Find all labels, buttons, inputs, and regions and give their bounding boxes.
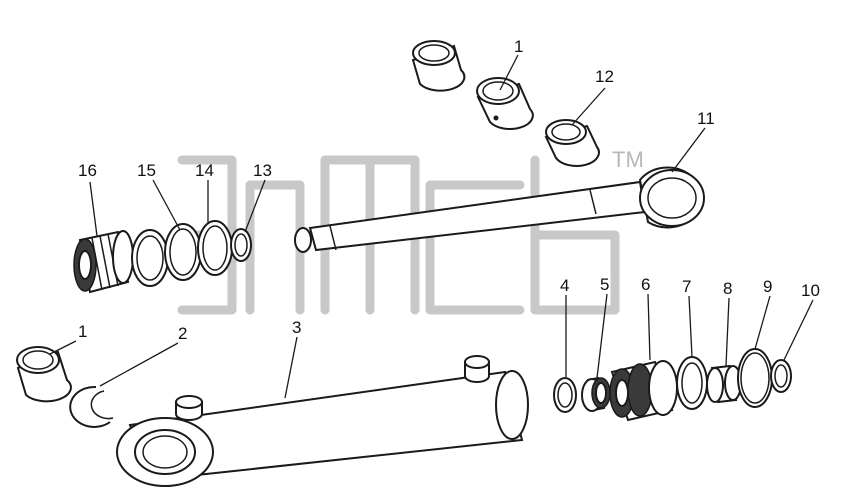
label-part-11: 11 xyxy=(697,109,715,128)
label-part-9: 9 xyxy=(763,277,772,296)
bushing-part-1-top xyxy=(476,77,534,130)
snap-ring-part-2 xyxy=(69,385,114,428)
o-ring-part-9 xyxy=(737,348,773,408)
piston-rod-part-11 xyxy=(294,166,705,253)
trademark-text: TM xyxy=(612,147,644,172)
label-part-6: 6 xyxy=(641,275,650,294)
label-part-8: 8 xyxy=(723,279,732,298)
ring-part-15 xyxy=(164,223,202,281)
bushing-top-left xyxy=(411,40,466,92)
label-part-4: 4 xyxy=(560,276,569,295)
label-part-3: 3 xyxy=(292,318,301,337)
label-part-16: 16 xyxy=(78,161,97,180)
label-part-10: 10 xyxy=(801,281,820,300)
wiper-part-10 xyxy=(770,359,792,393)
label-part-1-bottom: 1 xyxy=(78,322,87,341)
bushing-part-1-bottom xyxy=(16,346,72,403)
bushing-part-5 xyxy=(581,376,611,412)
seal-part-15 xyxy=(131,229,169,287)
leader-lines xyxy=(49,54,814,399)
ring-part-12 xyxy=(544,119,600,167)
bushing-part-8 xyxy=(706,364,742,404)
ring-part-13 xyxy=(230,228,252,262)
label-part-12: 12 xyxy=(595,67,614,86)
label-part-15: 15 xyxy=(137,161,156,180)
label-part-5: 5 xyxy=(600,275,609,294)
label-part-14: 14 xyxy=(195,161,214,180)
part-number-labels: 1 12 11 16 15 14 13 4 5 6 7 8 9 10 1 2 3 xyxy=(78,37,820,343)
piston-part-16 xyxy=(73,230,134,294)
seal-part-7 xyxy=(676,356,708,410)
label-part-13: 13 xyxy=(253,161,272,180)
label-part-2: 2 xyxy=(178,324,187,343)
label-part-1-top: 1 xyxy=(514,37,523,56)
label-part-7: 7 xyxy=(682,277,691,296)
guide-head-part-6 xyxy=(609,360,678,422)
ring-part-14 xyxy=(197,220,233,276)
cylinder-tube-part-3 xyxy=(116,355,529,487)
ring-part-4 xyxy=(553,377,577,413)
